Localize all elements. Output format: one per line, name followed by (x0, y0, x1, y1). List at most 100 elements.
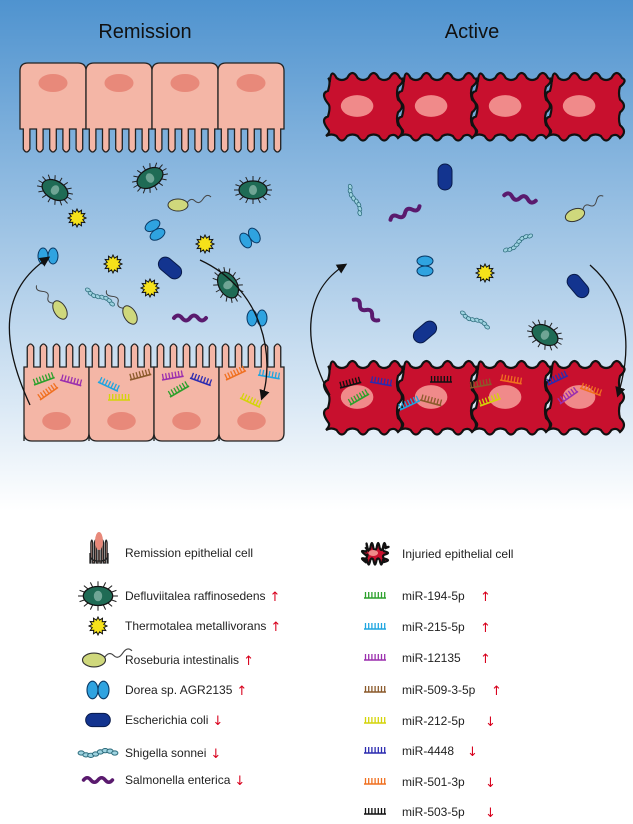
chain-bacterium-icon (77, 748, 119, 758)
rod-bacterium-icon (37, 174, 73, 206)
legend-item: miR-4448 ↓ (364, 744, 478, 760)
remission-title: Remission (98, 21, 191, 43)
mirna-icon (557, 386, 579, 405)
rod-bacterium-icon (132, 162, 168, 194)
remission-top-cells (19, 62, 285, 153)
spiral-bacterium-icon (351, 297, 381, 323)
diplococcus-icon (416, 255, 434, 277)
up-arrow-icon: ↑ (270, 590, 281, 605)
curved-arrow-right-down (589, 264, 627, 398)
flagellated-bacterium-icon (81, 648, 133, 668)
legend-label: Salmonella enterica (125, 773, 231, 787)
mirna-icon (364, 808, 386, 815)
mirna-icon (97, 376, 120, 393)
spiky-coccus-icon (102, 253, 124, 275)
injured-cell (470, 359, 552, 436)
active-title: Active (445, 21, 499, 43)
legend-label: miR-212-5p (402, 714, 465, 728)
down-arrow-icon: ↓ (485, 806, 496, 821)
remission-cell (19, 62, 87, 153)
mirna-icon (546, 370, 569, 386)
legend-item: Roseburia intestinalis ↑ (81, 648, 254, 669)
rod-bacterium-icon (527, 319, 563, 351)
spiky-coccus-icon (139, 277, 161, 299)
mirna-icon (364, 717, 386, 724)
spiral-bacterium-icon (388, 204, 422, 222)
legend-label: miR-215-5p (402, 620, 465, 634)
injured-cell (470, 71, 552, 142)
spiky-coccus-icon (474, 262, 496, 284)
mirna-icon (469, 378, 492, 389)
legend-label: miR-503-5p (402, 805, 465, 819)
chain-bacterium-icon (347, 183, 363, 217)
injured-cell (544, 71, 626, 142)
legend-label: miR-4448 (402, 744, 454, 758)
spiky-coccus-icon (194, 233, 216, 255)
blue-bacillus-icon (566, 273, 590, 299)
legend-label: Roseburia intestinalis (125, 653, 239, 667)
legend-item: Escherichia coli↓ (85, 712, 223, 729)
legend-item: Salmonella enterica↓ (81, 773, 245, 789)
legend-label: Shigella sonnei (125, 746, 206, 760)
chain-bacterium-icon (503, 233, 533, 253)
mirna-icon (364, 654, 386, 661)
chain-bacterium-icon (85, 287, 115, 307)
mirna-icon (364, 623, 386, 630)
mirna-icon (419, 394, 443, 407)
legend-item: Injuried epithelial cell (360, 541, 513, 566)
blue-bacillus-icon (85, 712, 111, 728)
mirna-icon (579, 382, 603, 397)
mirna-icon (37, 382, 59, 401)
active-top-cells (322, 71, 626, 142)
spiral-bacterium-icon (502, 191, 538, 205)
chain-bacterium-icon (460, 310, 490, 330)
up-arrow-icon: ↑ (491, 684, 502, 699)
diplococcus-icon (239, 227, 261, 249)
remission-cell (217, 62, 285, 153)
up-arrow-icon: ↑ (243, 654, 254, 669)
legend-label: Injuried epithelial cell (402, 547, 513, 561)
up-arrow-icon: ↑ (480, 621, 491, 636)
legend-label: miR-501-3p (402, 775, 465, 789)
legend-item: miR-509-3-5p↑ (364, 683, 502, 699)
flagellated-bacterium-icon (35, 285, 68, 320)
injured-cell (322, 71, 404, 142)
up-arrow-icon: ↑ (480, 590, 491, 605)
spiral-bacterium-icon (172, 313, 208, 323)
down-arrow-icon: ↓ (467, 745, 478, 760)
mirna-icon (32, 372, 55, 386)
mirna-icon (129, 368, 152, 381)
mirna-icon (59, 374, 83, 387)
remission-cell (85, 62, 153, 153)
legend-item: Thermotalea metallivorans↑ (87, 615, 281, 637)
remission-cell (88, 343, 155, 442)
legend-item: Defluviitalea raffinosedens↑ (78, 581, 281, 611)
curved-arrow-left-up (8, 256, 51, 406)
mirna-icon (499, 374, 523, 385)
diplococcus-icon (86, 680, 110, 700)
down-arrow-icon: ↓ (234, 774, 245, 789)
down-arrow-icon: ↓ (212, 714, 223, 729)
injured-cell (396, 359, 478, 436)
legend-right: Injuried epithelial cellmiR-194-5p↑miR-2… (360, 541, 513, 821)
legend-label: Remission epithelial cell (125, 546, 253, 560)
rod-bacterium-icon (78, 581, 118, 611)
remission-cell (23, 343, 90, 442)
legend-item: miR-501-3p↓ (364, 775, 496, 791)
mirna-icon (364, 686, 386, 693)
flagellated-bacterium-icon (105, 290, 138, 325)
diplococcus-icon (144, 219, 166, 241)
mirna-icon (398, 395, 421, 411)
curved-arrow-left-down (199, 259, 270, 401)
microbiota-layer (35, 162, 604, 351)
legend-item: Dorea sp. AGR2135↑ (86, 680, 247, 700)
mirna-icon (369, 376, 393, 387)
legend-label: miR-12135 (402, 651, 461, 665)
legend-item: miR-212-5p↓ (364, 714, 496, 730)
legend-label: Dorea sp. AGR2135 (125, 683, 233, 697)
rod-bacterium-icon (234, 176, 272, 204)
mirna-icon (364, 747, 386, 754)
up-arrow-icon: ↑ (270, 620, 281, 635)
